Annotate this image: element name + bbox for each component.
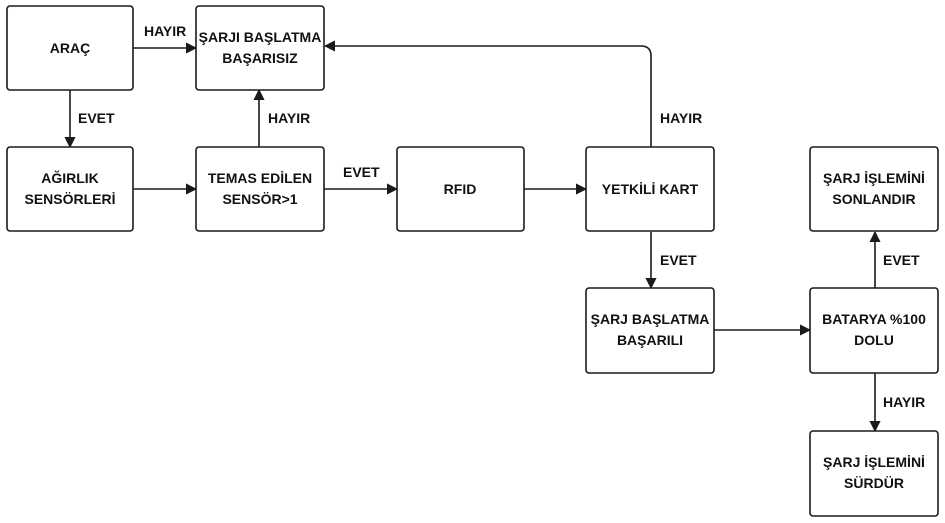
label-yetkili-to-basarili: EVET <box>660 252 697 268</box>
node-batarya-line-1: BATARYA %100 <box>822 311 926 327</box>
node-yetkili-line-1: YETKİLİ KART <box>602 181 699 197</box>
node-temas-line-1: TEMAS EDİLEN <box>208 170 312 186</box>
node-agirlik-sensorleri: AĞIRLIK SENSÖRLERİ <box>6 146 134 232</box>
label-temas-to-basarisiz: HAYIR <box>268 110 310 126</box>
label-batarya-to-sonlandir: EVET <box>883 252 920 268</box>
label-arac-to-agirlik: EVET <box>78 110 115 126</box>
node-sonlandir-line-2: SONLANDIR <box>832 191 915 207</box>
node-batarya-dolu: BATARYA %100 DOLU <box>809 287 939 374</box>
node-surdur-line-1: ŞARJ İŞLEMİNİ <box>823 454 925 470</box>
node-arac: ARAÇ <box>6 5 134 91</box>
node-rfid-line-1: RFID <box>444 181 477 197</box>
node-temas-edilen-sensor: TEMAS EDİLEN SENSÖR>1 <box>195 146 325 232</box>
edges <box>64 40 881 433</box>
edge-yetkili-to-basarisiz <box>323 40 652 147</box>
label-batarya-to-surdur: HAYIR <box>883 394 925 410</box>
node-surdur-line-2: SÜRDÜR <box>844 475 904 491</box>
node-basarisiz-line-2: BAŞARISIZ <box>222 50 298 66</box>
edge-labels: HAYIR EVET HAYIR EVET HAYIR EVET EVET HA… <box>78 23 925 410</box>
node-agirlik-line-1: AĞIRLIK <box>41 169 99 186</box>
node-sarj-islemini-surdur: ŞARJ İŞLEMİNİ SÜRDÜR <box>809 430 939 517</box>
node-basarili-line-1: ŞARJ BAŞLATMA <box>591 311 710 327</box>
node-sonlandir-line-1: ŞARJ İŞLEMİNİ <box>823 170 925 186</box>
label-arac-to-basarisiz: HAYIR <box>144 23 186 39</box>
node-arac-line-1: ARAÇ <box>50 40 90 56</box>
node-basarisiz-line-1: ŞARJI BAŞLATMA <box>199 29 322 45</box>
node-temas-line-2: SENSÖR>1 <box>222 191 297 207</box>
node-yetkili-kart: YETKİLİ KART <box>585 146 715 232</box>
node-batarya-line-2: DOLU <box>854 332 894 348</box>
node-sarj-islemini-sonlandir: ŞARJ İŞLEMİNİ SONLANDIR <box>809 146 939 232</box>
label-yetkili-to-basarisiz: HAYIR <box>660 110 702 126</box>
node-rfid: RFID <box>396 146 525 232</box>
node-basarili-line-2: BAŞARILI <box>617 332 683 348</box>
node-sarj-baslatma-basarisiz: ŞARJI BAŞLATMA BAŞARISIZ <box>195 5 325 91</box>
node-sarj-baslatma-basarili: ŞARJ BAŞLATMA BAŞARILI <box>585 287 715 374</box>
node-agirlik-line-2: SENSÖRLERİ <box>24 191 115 207</box>
label-temas-to-rfid: EVET <box>343 164 380 180</box>
